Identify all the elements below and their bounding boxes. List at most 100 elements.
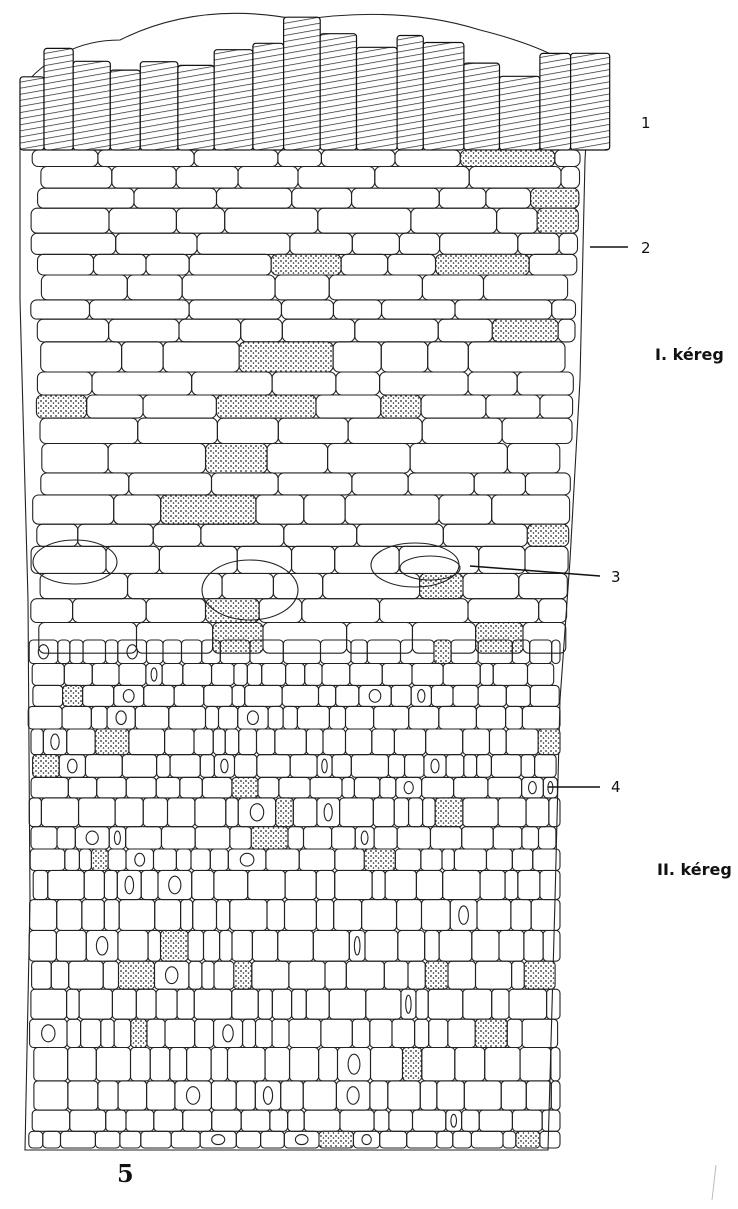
phloem-cell-lumen <box>187 1087 200 1105</box>
phloem-cell-lumen <box>135 853 145 866</box>
phloem-cell <box>317 755 332 778</box>
phloem-cell <box>411 685 431 706</box>
cortex-cell <box>357 524 444 546</box>
cortex-cell <box>352 473 408 495</box>
cortex-cell <box>106 546 159 573</box>
cortex-cell <box>271 254 341 275</box>
phloem-cell <box>147 640 164 664</box>
region-label-primary-cortex: I. kéreg <box>655 345 724 364</box>
phloem-cell <box>156 989 177 1019</box>
phloem-cell <box>289 1019 321 1047</box>
cortex-cell <box>527 524 568 546</box>
cortex-cell <box>455 300 552 319</box>
phloem-cell <box>332 755 351 778</box>
phloem-cell <box>214 1019 243 1047</box>
phloem-cell <box>84 870 104 899</box>
phloem-cell <box>509 989 547 1019</box>
phloem-cell <box>214 870 248 899</box>
cortex-cell <box>540 395 573 418</box>
phloem-cell <box>524 961 555 989</box>
phloem-cell <box>349 931 365 962</box>
cortex-cell <box>263 623 347 654</box>
cortex-cell <box>486 395 540 418</box>
phloem-cell <box>316 900 333 931</box>
phloem-cell-lumen <box>529 782 537 794</box>
cortex-cell <box>42 444 108 474</box>
phloem-cell <box>370 1019 392 1047</box>
cortex-cell <box>328 444 411 474</box>
phloem-cell <box>498 798 526 827</box>
phloem-cell <box>350 664 382 686</box>
phloem-cell <box>83 640 106 664</box>
cortex-cell <box>484 275 568 300</box>
phloem-cell <box>30 849 65 871</box>
label-1: 1 <box>641 114 651 132</box>
phloem-cell <box>168 798 195 827</box>
phloem-cell <box>505 870 518 899</box>
phloem-cell <box>388 755 404 778</box>
cortex-cell <box>90 300 190 319</box>
cortex-cell <box>292 546 335 573</box>
cortex-cell <box>292 188 352 208</box>
cortex-cell <box>382 300 455 319</box>
cortex-cell <box>275 275 329 300</box>
cortex-cell <box>380 372 469 395</box>
phloem-cell <box>81 1019 101 1047</box>
phloem-cell <box>288 1110 305 1131</box>
phloem-cell-lumen <box>354 937 360 955</box>
cortex-cell <box>468 372 517 395</box>
cortex-cell <box>98 150 194 167</box>
phloem-cell <box>70 1110 106 1131</box>
phloem-cell <box>103 961 118 989</box>
phloem-cell <box>392 1019 415 1047</box>
phloem-cell <box>425 961 448 989</box>
phloem-cell <box>65 849 80 871</box>
phloem-cell <box>329 989 366 1019</box>
cortex-cell <box>298 167 375 189</box>
phloem-cell <box>370 1081 388 1110</box>
cortex-cell <box>241 319 283 342</box>
cortex-cell <box>333 300 381 319</box>
phloem-cell <box>394 729 425 755</box>
cortex-cell <box>440 233 518 254</box>
phloem-cell <box>79 798 116 827</box>
phloem-cell-lumen <box>250 804 263 821</box>
cortex-cell <box>31 300 90 319</box>
label-2: 2 <box>641 239 651 257</box>
phloem-cell <box>388 1081 421 1110</box>
phloem-cell <box>398 931 425 962</box>
phloem-cell <box>394 798 408 827</box>
phloem-cell <box>543 931 560 962</box>
phloem-cell <box>278 931 314 962</box>
phloem-cell <box>391 685 411 706</box>
phloem-cell <box>170 1048 187 1081</box>
phloem-cell <box>403 1048 422 1081</box>
phloem-cell <box>446 1110 462 1131</box>
phloem-cell <box>338 1048 371 1081</box>
phloem-cell <box>354 777 379 798</box>
phloem-cell <box>526 798 549 827</box>
cortex-cell <box>217 188 292 208</box>
phloem-cell <box>204 931 220 962</box>
phloem-cell <box>520 1048 551 1081</box>
phloem-cell <box>412 664 443 686</box>
phloem-cell <box>395 849 421 871</box>
phloem-cell <box>157 755 170 778</box>
phloem-cell <box>290 1048 319 1081</box>
cortex-cell <box>37 319 108 342</box>
phloem-cell <box>202 961 214 989</box>
phloem-cell <box>450 900 477 931</box>
phloem-cell <box>472 931 499 962</box>
cortex-cell <box>468 599 539 623</box>
phloem-cell <box>104 900 119 931</box>
cortex-cell <box>388 254 436 275</box>
phloem-cell <box>463 989 492 1019</box>
cortex-cell <box>460 150 555 167</box>
phloem-cell <box>67 729 96 755</box>
phloem-cell <box>540 870 560 899</box>
cortex-cell <box>31 599 73 623</box>
phloem-cell <box>511 900 531 931</box>
phloem-cell <box>374 827 397 849</box>
cortex-cell <box>38 188 134 208</box>
phloem-cell <box>126 777 156 798</box>
